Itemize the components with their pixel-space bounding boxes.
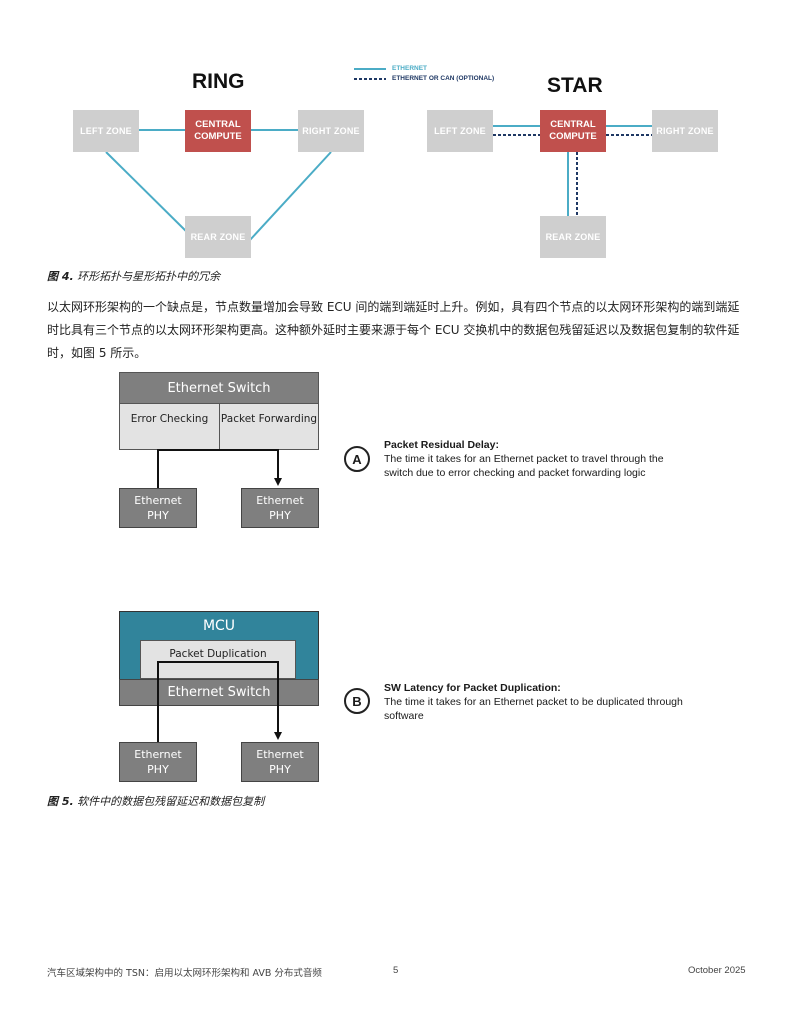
packet-forwarding-cell: Packet Forwarding [219,403,319,450]
topology-lines [105,68,652,241]
packet-residual-delay-title: Packet Residual Delay: [384,439,499,451]
ring-central-line2: COMPUTE [194,131,242,142]
sw-latency-body: The time it takes for an Ethernet packet… [384,696,683,722]
ring-link-right-rear [249,151,332,241]
figure-4-caption-text: 环形拓扑与星形拓扑中的冗余 [73,270,221,283]
star-central-line2: COMPUTE [549,131,597,142]
figure-4-caption: 图 4. 环形拓扑与星形拓扑中的冗余 [47,268,220,284]
footer-title: 汽车区域架构中的 TSN：启用以太网环形架构和 AVB 分布式音频 [47,968,322,979]
packet-duplication-cell: Packet Duplication [140,640,296,679]
figure-5-caption-label: 图 5. [47,795,74,808]
star-central-line1: CENTRAL [550,119,596,130]
packet-path-b [157,661,282,742]
footer-date: October 2025 [688,965,746,976]
ring-central-line1: CENTRAL [195,119,241,130]
phy-right-a-line2: PHY [269,509,291,522]
figure-5-caption: 图 5. 软件中的数据包残留延迟和数据包复制 [47,793,264,809]
ethernet-switch-title-a: Ethernet Switch [119,372,319,404]
figure-5-caption-text: 软件中的数据包残留延迟和数据包复制 [73,795,265,808]
star-rear-zone: REAR ZONE [540,216,606,258]
sw-latency-title: SW Latency for Packet Duplication: [384,682,561,694]
phy-left-a-line1: Ethernet [134,494,182,507]
mcu-title: MCU [202,618,236,634]
ring-rear-zone: REAR ZONE [185,216,251,258]
ring-right-zone: RIGHT ZONE [298,110,364,152]
star-title: STAR [547,74,603,97]
body-paragraph: 以太网环形架构的一个缺点是，节点数量增加会导致 ECU 间的端到端延时上升。例如… [47,300,740,360]
packet-path-a [157,449,282,488]
phy-right-a-line1: Ethernet [256,494,304,507]
packet-residual-delay-body: The time it takes for an Ethernet packet… [384,453,664,479]
ethernet-switch-title-b: Ethernet Switch [119,679,319,706]
ring-link-left-rear [105,151,196,241]
phy-right-b-line1: Ethernet [256,748,304,761]
phy-right-b-line2: PHY [269,763,291,776]
legend-ethernet-or-can-label: ETHERNET OR CAN (OPTIONAL) [392,75,495,82]
legend-ethernet-label: ETHERNET [392,65,428,72]
figure-4-caption-label: 图 4. [47,270,74,283]
footer-page-number: 5 [393,965,399,976]
marker-b: B [344,688,370,714]
phy-left-a-line2: PHY [147,509,169,522]
packet-path-a-line [157,449,282,488]
phy-left-b-line2: PHY [147,763,169,776]
phy-left-b-line1: Ethernet [134,748,182,761]
star-left-zone: LEFT ZONE [427,110,493,152]
star-right-zone: RIGHT ZONE [652,110,718,152]
ring-title: RING [192,70,245,93]
ring-left-zone: LEFT ZONE [73,110,139,152]
marker-a: A [344,446,370,472]
packet-path-b-line [157,661,282,742]
